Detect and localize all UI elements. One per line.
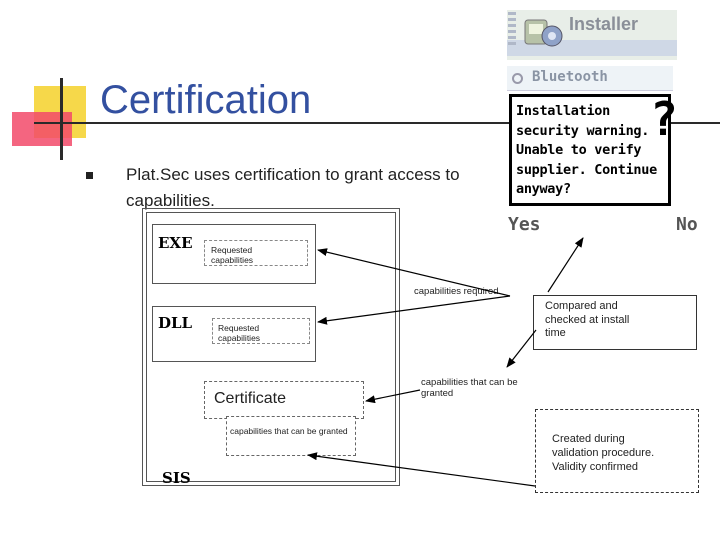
certificate-capabilities: capabilities that can be granted: [230, 426, 348, 436]
certificate-label: Certificate: [214, 390, 287, 407]
arrow-to-dll: [317, 295, 511, 325]
softkey-yes[interactable]: Yes: [508, 214, 541, 235]
bluetooth-label: Bluetooth: [532, 69, 608, 85]
exe-requested-capabilities: Requested capabilities: [211, 245, 254, 265]
exe-label: EXE: [158, 234, 193, 252]
radio-dot-icon: [512, 73, 523, 84]
arrow-to-certificate: [365, 389, 421, 404]
sis-label: SIS: [162, 469, 191, 487]
sis-package-outer: [142, 208, 400, 486]
arrow-to-exe: [317, 248, 511, 297]
slide-title: Certification: [100, 78, 312, 122]
signal-strength-icon: [508, 12, 516, 48]
title-decoration-vertical-line: [60, 78, 63, 160]
created-note: Created during validation procedure. Val…: [552, 433, 655, 473]
dialog-message: Installation security warning. Unable to…: [516, 103, 657, 197]
dll-label: DLL: [158, 314, 193, 332]
created-callout: [535, 409, 699, 493]
capabilities-granted-label: capabilities that can be granted: [421, 377, 518, 399]
arrow-to-phone: [547, 237, 584, 293]
certificate-capabilities-box: [226, 416, 356, 456]
security-warning-dialog: [509, 94, 671, 206]
arrow-compared-to-cert: [506, 329, 537, 368]
capabilities-required-label: capabilities required: [414, 286, 499, 297]
exe-requested-capabilities-box: [204, 240, 308, 266]
arrow-to-certificate-caps: [307, 452, 536, 487]
bluetooth-menu-row[interactable]: [507, 66, 673, 91]
dll-requested-capabilities: Requested capabilities: [218, 323, 261, 343]
dll-requested-capabilities-box: [212, 318, 310, 344]
bullet-marker: [86, 172, 93, 179]
bullet-text: Plat.Sec uses certification to grant acc…: [126, 165, 460, 210]
installer-title: Installer: [569, 14, 639, 34]
title-underline: [34, 122, 720, 124]
sis-package-inner: [146, 212, 396, 482]
softkey-no[interactable]: No: [676, 214, 698, 235]
compared-note: Compared and checked at install time: [545, 300, 630, 339]
question-mark-icon: ?: [650, 92, 678, 146]
compared-callout: [533, 295, 697, 350]
installer-app-icon: [524, 19, 563, 47]
